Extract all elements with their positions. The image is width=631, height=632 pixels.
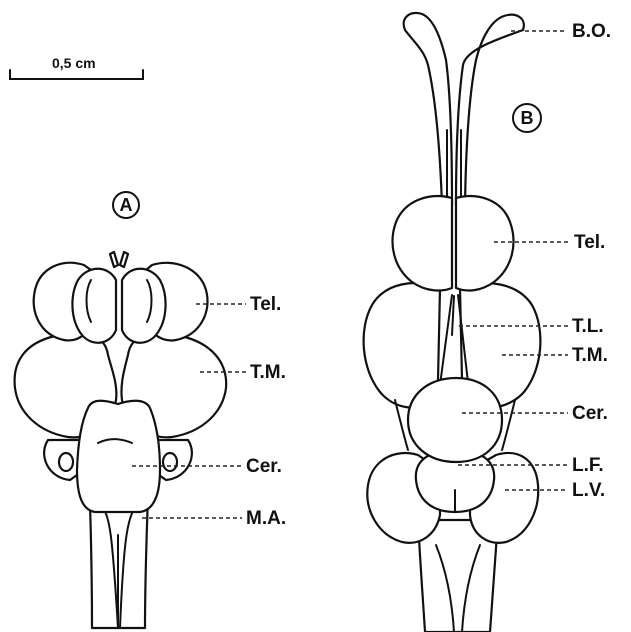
b-label-lf: L.F.: [572, 455, 604, 476]
panel-a-brain: [15, 252, 227, 628]
panel-b-marker: B: [513, 104, 541, 132]
b-label-bo: B.O.: [572, 21, 611, 42]
panel-b: B: [364, 13, 611, 632]
scale-bar-label: 0,5 cm: [52, 55, 96, 71]
panel-a-marker: A: [113, 192, 139, 218]
a-label-cer: Cer.: [246, 456, 282, 477]
panel-b-brain: [364, 13, 541, 632]
b-label-tl: T.L.: [572, 316, 604, 337]
a-small-nodule-right: [163, 453, 177, 471]
b-label-tel: Tel.: [574, 232, 605, 253]
panel-b-letter: B: [521, 108, 534, 128]
b-olfactory-right: [456, 15, 524, 205]
b-cerebellum: [408, 378, 502, 462]
panel-a-letter: A: [120, 195, 133, 215]
a-olfactory-stub-left: [110, 252, 118, 267]
b-label-tm: T.M.: [572, 345, 608, 366]
b-torus-midline: [452, 296, 454, 335]
b-ridge-right: [502, 400, 515, 450]
a-label-ma: M.A.: [246, 508, 286, 529]
a-label-tm: T.M.: [250, 362, 286, 383]
a-small-nodule-left: [59, 453, 73, 471]
a-label-tel: Tel.: [250, 294, 281, 315]
panel-a: A: [15, 192, 287, 628]
b-olfactory-left: [404, 13, 452, 205]
a-inner-lobe-left: [72, 269, 116, 343]
scale-bar: 0,5 cm: [10, 55, 143, 79]
b-label-cer: Cer.: [572, 403, 608, 424]
b-telencephalon-left: [393, 196, 452, 290]
a-cerebellum: [77, 401, 160, 512]
scale-bar-line: [10, 70, 143, 79]
a-olfactory-stub-right: [120, 252, 128, 267]
a-inner-lobe-right: [122, 269, 166, 343]
b-telencephalon-right: [456, 196, 513, 290]
b-label-lv: L.V.: [572, 480, 605, 501]
